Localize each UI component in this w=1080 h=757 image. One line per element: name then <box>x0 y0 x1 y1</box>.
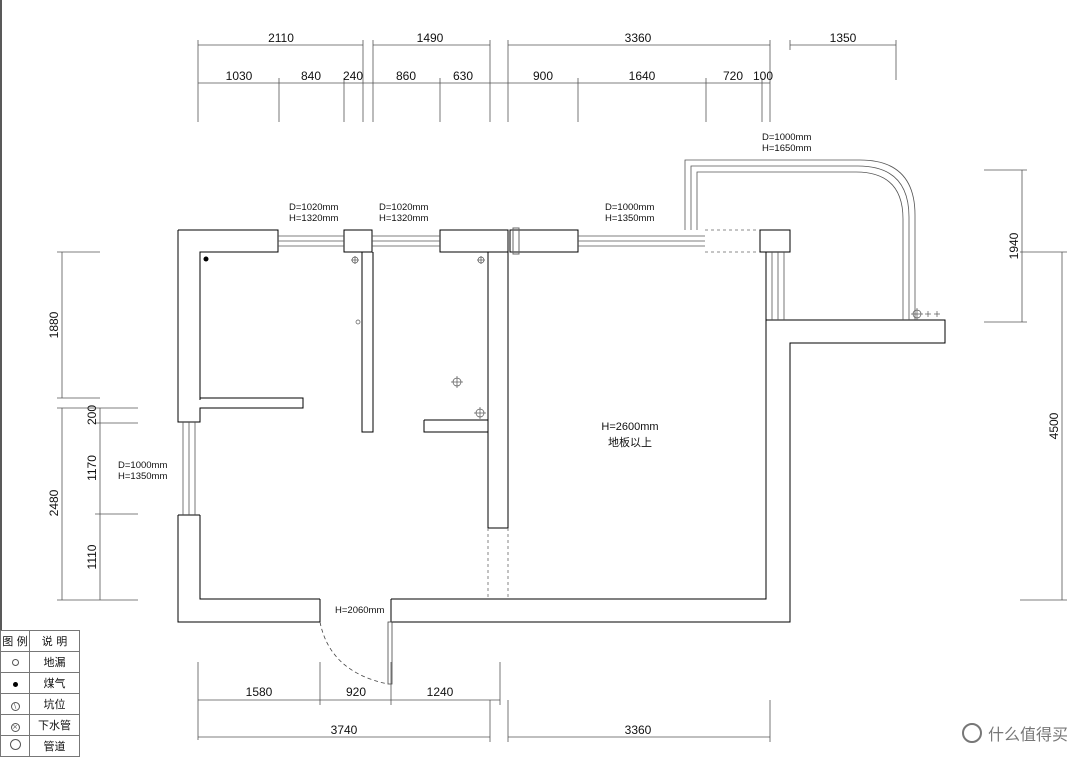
dim-bottom-1580: 1580 <box>246 685 273 699</box>
legend-label: 管道 <box>29 735 80 757</box>
legend-row: 管道 <box>0 735 80 757</box>
legend-table: 图 例 说 明 地漏 煤气 \ 坑位 × 下水管 管道 <box>0 630 80 757</box>
legend-label: 煤气 <box>29 672 80 694</box>
pipe-icon <box>9 739 21 750</box>
dim-top-720: 720 <box>723 69 743 83</box>
dim-bottom-920: 920 <box>346 685 366 699</box>
legend-label: 地漏 <box>29 651 80 673</box>
window-3-width: D=1000mm <box>605 202 654 213</box>
floor-drain-icon <box>11 658 19 666</box>
watermark-text: 什么值得买 <box>987 725 1068 744</box>
dim-top-3360: 3360 <box>625 31 652 45</box>
window-3-height: H=1350mm <box>605 213 654 224</box>
dim-top-860: 860 <box>396 69 416 83</box>
door-height: H=2060mm <box>335 605 384 616</box>
window-1-width: D=1020mm <box>289 202 338 213</box>
room-height-note: 地板以上 <box>608 435 652 449</box>
dim-top-100: 100 <box>753 69 773 83</box>
window-4-width: D=1000mm <box>762 132 811 143</box>
dim-bottom-3360: 3360 <box>625 723 652 737</box>
drain-pipe-icon: × <box>10 722 20 732</box>
dim-left-200: 200 <box>85 405 99 425</box>
dim-top-1350: 1350 <box>830 31 857 45</box>
legend-header-desc: 说 明 <box>29 630 80 652</box>
dim-left-1110: 1110 <box>85 544 99 569</box>
smzdm-logo-icon <box>961 723 982 743</box>
gas-icon <box>12 681 18 687</box>
room-height-label: H=2600mm <box>601 421 658 433</box>
dim-top-630: 630 <box>453 69 473 83</box>
legend-row: × 下水管 <box>0 714 80 736</box>
window-5-height: H=1350mm <box>118 471 167 482</box>
dim-top-1490: 1490 <box>417 31 444 45</box>
dim-top-1640: 1640 <box>629 69 656 83</box>
dim-left-1170: 1170 <box>85 455 99 481</box>
dim-right-4500: 4500 <box>1047 412 1061 439</box>
legend-label: 下水管 <box>29 714 80 736</box>
window-2-height: H=1320mm <box>379 213 428 224</box>
dim-top-900: 900 <box>533 69 553 83</box>
dim-top-240: 240 <box>343 69 363 83</box>
dim-left-1880: 1880 <box>47 311 61 338</box>
legend-label: 坑位 <box>29 693 80 715</box>
legend-row: 地漏 <box>0 651 80 673</box>
window-1-height: H=1320mm <box>289 213 338 224</box>
legend-header: 图 例 说 明 <box>0 630 80 652</box>
dim-top-840: 840 <box>301 69 321 83</box>
window-5-width: D=1000mm <box>118 460 167 471</box>
dim-top-1030: 1030 <box>226 69 253 83</box>
legend-row: \ 坑位 <box>0 693 80 715</box>
dim-left-2480: 2480 <box>47 489 61 516</box>
dim-bottom-1240: 1240 <box>427 685 454 699</box>
window-2-width: D=1020mm <box>379 202 428 213</box>
legend-header-symbol: 图 例 <box>0 630 30 652</box>
toilet-pit-icon: \ <box>10 701 20 711</box>
dim-top-2110: 2110 <box>268 31 294 45</box>
dim-bottom-3740: 3740 <box>331 723 358 737</box>
window-4-height: H=1650mm <box>762 143 811 154</box>
watermark: 什么值得买 <box>961 721 1068 745</box>
legend-row: 煤气 <box>0 672 80 694</box>
dim-right-1940: 1940 <box>1007 232 1021 259</box>
